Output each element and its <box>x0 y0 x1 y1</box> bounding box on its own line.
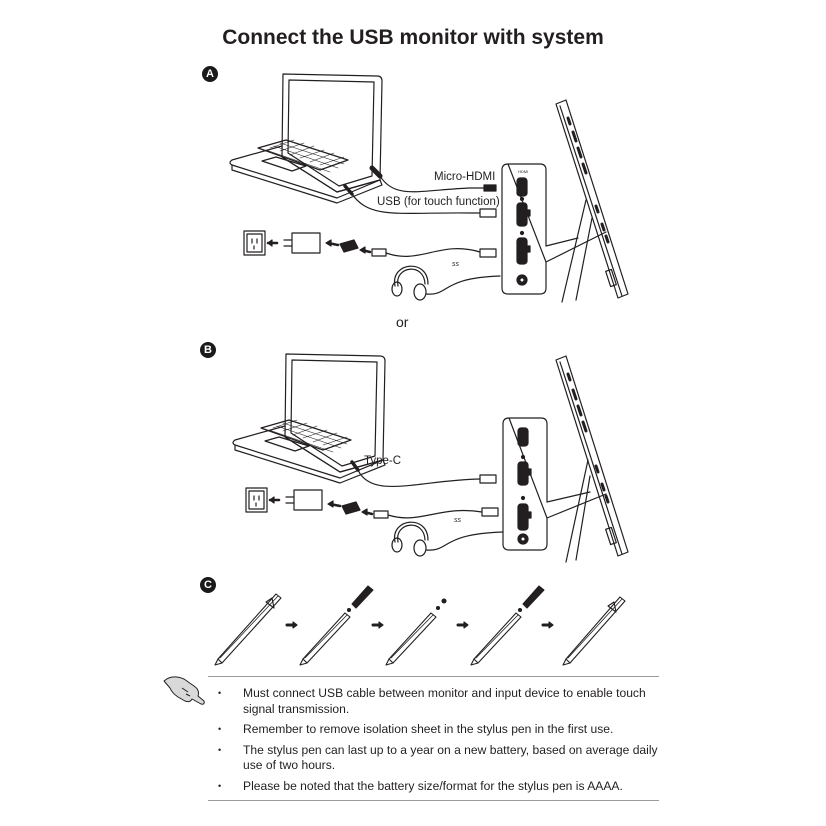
usb-plug-icon <box>339 239 359 253</box>
cap-reattached <box>470 585 545 666</box>
headphones-icon <box>391 521 429 557</box>
type-c-label: Type-C <box>364 455 402 467</box>
note-item: Remember to remove isolation sheet in th… <box>218 722 658 738</box>
section-b-badge: B <box>200 342 216 358</box>
micro-hdmi-label: Micro-HDMI <box>434 171 496 183</box>
note-item: Must connect USB cable between monitor a… <box>218 686 658 717</box>
laptop-icon <box>229 73 383 204</box>
portable-monitor-icon <box>555 99 629 303</box>
wall-outlet-icon <box>243 230 266 256</box>
port-panel-icon: HDMI <box>501 163 607 295</box>
note-item: The stylus pen can last up to a year on … <box>218 743 658 774</box>
battery-inserted <box>385 598 447 666</box>
svg-text:ss: ss <box>452 261 460 268</box>
usb-plug-icon <box>341 501 361 515</box>
notes-bottom-rule <box>208 800 659 801</box>
port-panel-icon <box>502 417 607 551</box>
power-adapter-icon <box>283 232 321 254</box>
notes-top-rule <box>208 676 659 677</box>
pointing-hand-icon <box>163 676 205 705</box>
page-title: Connect the USB monitor with system <box>222 26 604 49</box>
pen-assembled <box>562 596 626 666</box>
section-a-badge: A <box>202 66 218 82</box>
headphones-icon <box>391 265 429 301</box>
power-adapter-icon <box>285 489 323 511</box>
pen-with-isolation-sheet <box>214 593 282 666</box>
portable-monitor-icon <box>555 355 629 563</box>
wall-outlet-icon <box>245 487 268 513</box>
laptop-icon <box>232 353 386 484</box>
pen-cap-removed <box>299 585 374 666</box>
or-separator: or <box>396 314 409 330</box>
note-item: Please be noted that the battery size/fo… <box>218 779 658 795</box>
usb-touch-label: USB (for touch function) <box>377 196 500 208</box>
svg-text:HDMI: HDMI <box>518 169 528 174</box>
notes-list: Must connect USB cable between monitor a… <box>218 686 658 799</box>
svg-text:ss: ss <box>454 517 462 524</box>
section-c-badge: C <box>200 577 216 593</box>
